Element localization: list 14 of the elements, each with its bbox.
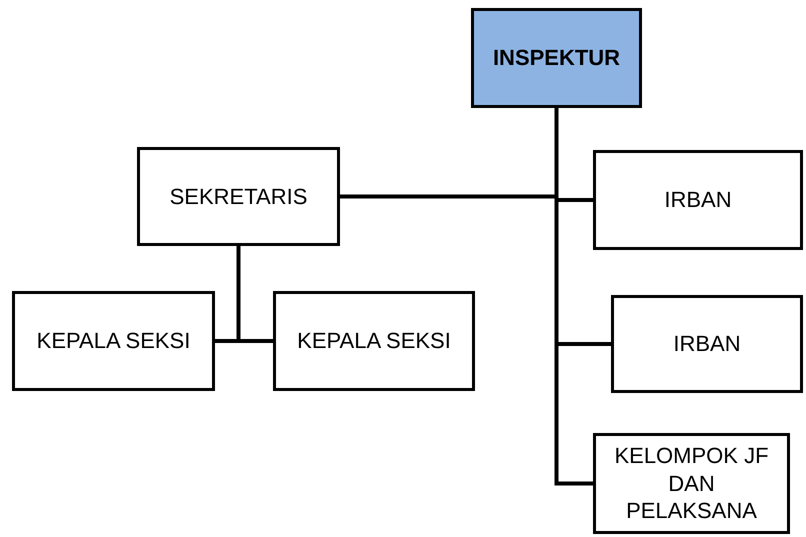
box-label: INSPEKTUR [492, 44, 620, 72]
org-box [611, 295, 803, 393]
box-label: SEKRETARIS [170, 182, 308, 210]
box-label: KELOMPOK JF DAN PELAKSANA [613, 442, 770, 525]
box-label: IRBAN [673, 330, 741, 358]
org-box [12, 291, 215, 391]
org-box [471, 8, 642, 108]
org-box [593, 150, 803, 250]
org-box [273, 291, 475, 391]
org-box [137, 147, 340, 246]
org-box [593, 433, 790, 534]
box-label: KEPALA SEKSI [36, 327, 190, 355]
box-label: KEPALA SEKSI [297, 327, 451, 355]
box-label: IRBAN [664, 186, 732, 214]
